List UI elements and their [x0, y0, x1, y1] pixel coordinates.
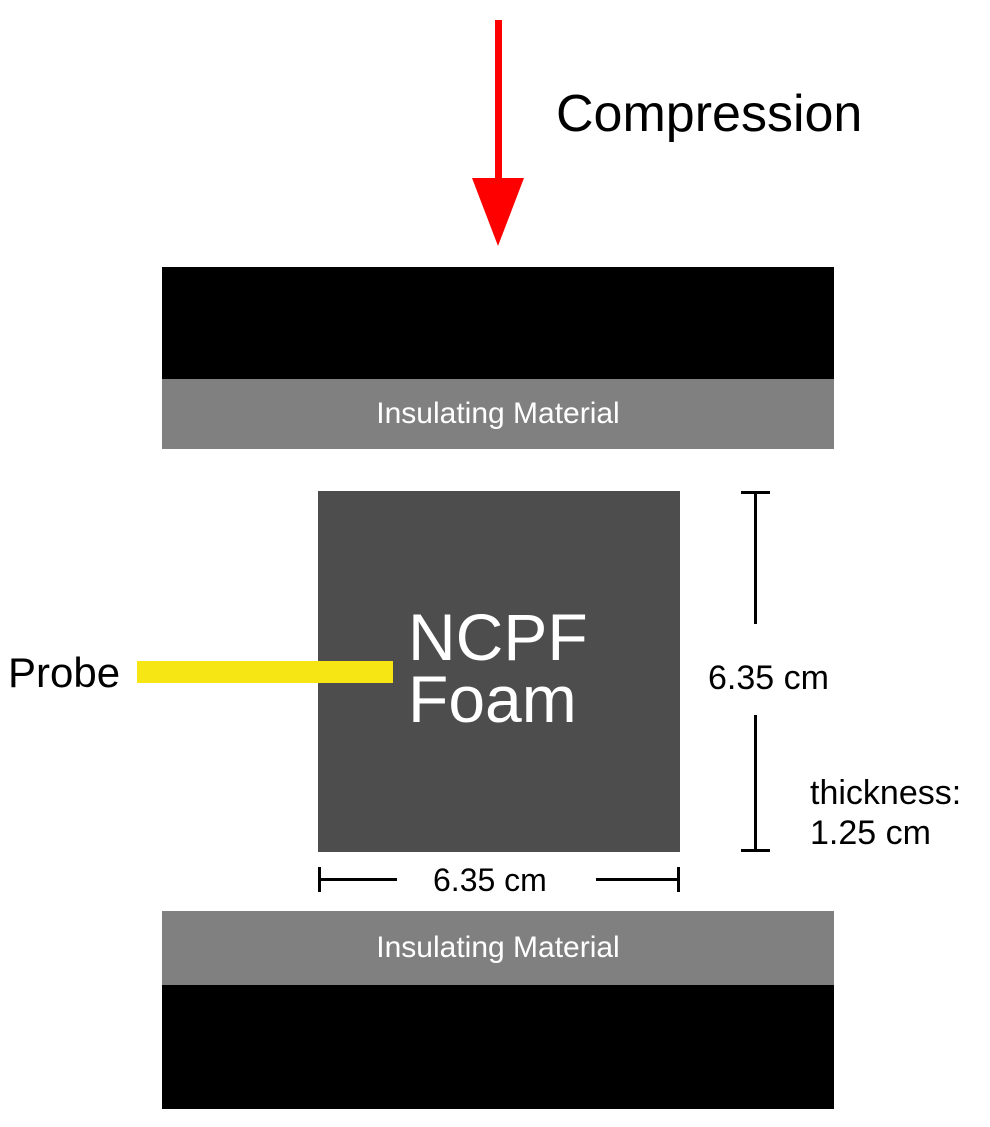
compression-label: Compression — [556, 85, 863, 143]
thickness-label-line2: 1.25 cm — [810, 814, 931, 852]
foam-label-line2: Foam — [408, 662, 577, 736]
width-dimension-cap-right — [677, 867, 680, 892]
foam-label-line1: NCPF — [408, 600, 588, 674]
compression-arrow-shaft — [495, 20, 502, 190]
bottom-insulating-layer: Insulating Material — [162, 911, 834, 985]
width-dimension-label: 6.35 cm — [433, 862, 547, 898]
top-insulating-label: Insulating Material — [376, 397, 620, 430]
width-dimension-cap-left — [318, 867, 321, 892]
height-dimension-cap-bottom — [741, 849, 770, 852]
thickness-label-line1: thickness: — [810, 774, 962, 812]
width-dimension-line-left — [320, 878, 397, 881]
top-plate — [162, 267, 834, 379]
thickness-label: thickness: 1.25 cm — [810, 773, 961, 853]
foam-sample-label: NCPF Foam — [408, 600, 588, 736]
compression-arrow-head — [472, 178, 524, 246]
probe-label: Probe — [8, 649, 121, 696]
probe-bar — [137, 661, 393, 683]
height-dimension-label: 6.35 cm — [708, 659, 829, 697]
height-dimension-line-top — [754, 492, 757, 624]
bottom-insulating-label: Insulating Material — [376, 931, 620, 964]
height-dimension-line-bottom — [754, 715, 757, 851]
width-dimension-line-right — [596, 878, 678, 881]
bottom-plate — [162, 985, 834, 1109]
top-insulating-layer: Insulating Material — [162, 379, 834, 449]
